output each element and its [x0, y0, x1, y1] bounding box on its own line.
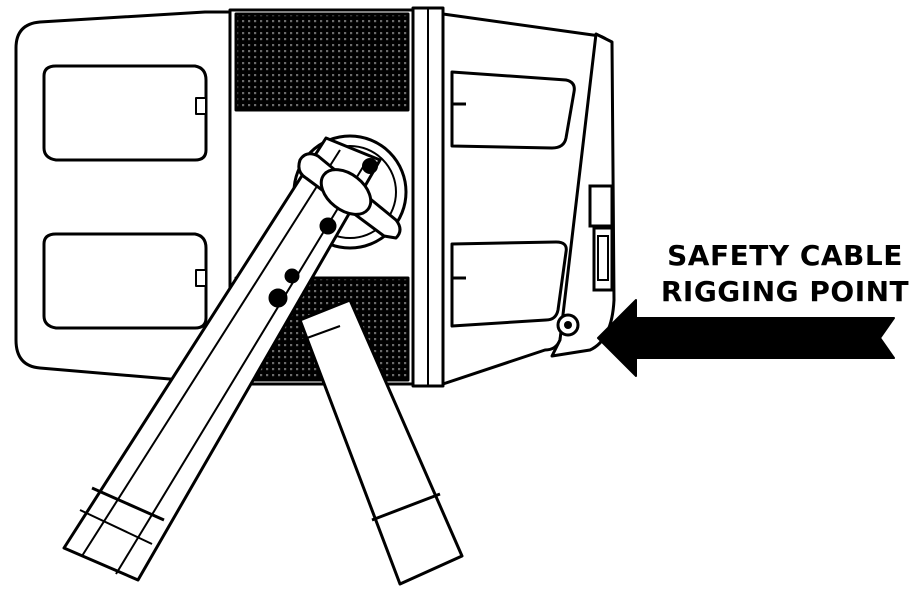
- front-grips: [450, 70, 576, 328]
- front-grip-upper: [450, 70, 576, 150]
- rigging-eyelet-icon: [556, 313, 580, 337]
- yoke-arm-rear: [295, 298, 464, 586]
- tilt-lock-knob: [297, 152, 402, 240]
- rear-grip-lower: [42, 232, 208, 330]
- connector-panel: [588, 184, 614, 292]
- callout-line-1: SAFETY CABLE: [667, 239, 903, 272]
- rear-grips: [42, 64, 208, 330]
- front-grip-lower: [450, 240, 568, 328]
- left-arrow-icon: [597, 299, 895, 377]
- callout-line-2: RIGGING POINT: [660, 275, 910, 308]
- rear-grip-upper: [42, 64, 208, 162]
- safety-cable-callout: SAFETY CABLE RIGGING POINT: [655, 238, 915, 310]
- yoke-arm-front: [62, 136, 382, 582]
- top-vent-grille: [234, 12, 410, 112]
